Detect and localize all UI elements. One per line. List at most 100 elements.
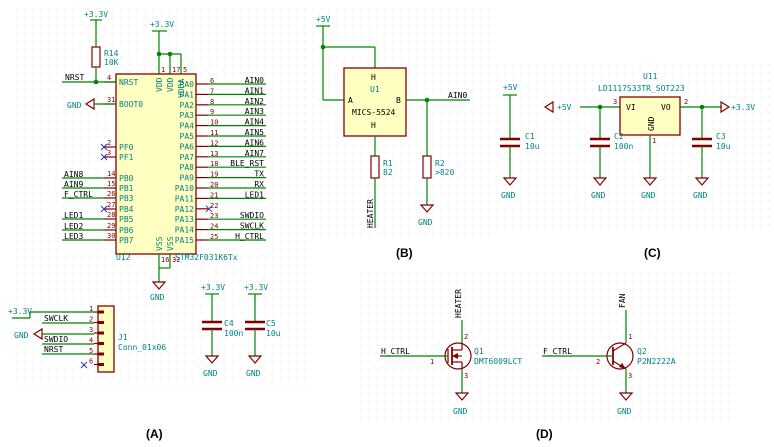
mcu-left-net-label: LED1 bbox=[64, 211, 83, 220]
mcu-bottom-pin-name: VSS bbox=[166, 236, 175, 251]
u11-vo-label: VO bbox=[661, 103, 671, 112]
u1-ref: U1 bbox=[370, 85, 380, 94]
power-label-5v-c1: +5V bbox=[503, 83, 518, 92]
u11-pin-vi: 3 bbox=[613, 98, 617, 106]
mcu-right-net-label: AIN4 bbox=[245, 118, 264, 127]
mcu-right-pin-name: PA3 bbox=[180, 111, 195, 120]
u1-heater-bottom: H bbox=[371, 121, 376, 130]
mcu-right-net-label: AIN6 bbox=[245, 138, 264, 147]
c4-capacitor: +3.3V GND C4 100n bbox=[201, 283, 243, 378]
mcu-left-pin-name: PB4 bbox=[119, 205, 134, 214]
mcu-bottom-pin-number: 16 bbox=[161, 256, 169, 264]
net-nrst: NRST bbox=[65, 73, 84, 82]
power-label-3v3-vo: +3.3V bbox=[731, 103, 755, 112]
u1-heater-top: H bbox=[371, 73, 376, 82]
panel-d-drivers: HEATER 2 H_CTRL 1 Q1 DMT6009LCT 3 GND FA… bbox=[380, 289, 676, 441]
gnd-label-q1: GND bbox=[453, 407, 468, 416]
no-connect-mark bbox=[100, 153, 108, 161]
j1-pin-contact bbox=[98, 321, 104, 324]
c5-ref: C5 bbox=[266, 319, 276, 328]
no-connect-mark bbox=[205, 205, 213, 213]
mcu-right-net-label: H_CTRL bbox=[235, 232, 264, 241]
mcu-left-pin-name: PB7 bbox=[119, 236, 134, 245]
gnd-label-c4: GND bbox=[203, 369, 218, 378]
mcu-left-pin-name: PF0 bbox=[119, 143, 134, 152]
mcu-left-pin-name: PF1 bbox=[119, 153, 134, 162]
r1-net-heater: HEATER bbox=[366, 199, 375, 228]
mcu-left-net-label: LED3 bbox=[64, 232, 83, 241]
mcu-right-pin-number: 18 bbox=[210, 160, 218, 168]
j1-pin-contact bbox=[98, 342, 104, 345]
mcu-right-net-label: RX bbox=[254, 180, 264, 189]
u11-pin-gnd: 1 bbox=[652, 137, 656, 145]
u1-net-ain0: AIN0 bbox=[448, 91, 467, 100]
c2-value: 100n bbox=[614, 142, 633, 151]
j1-ref: J1 bbox=[118, 333, 128, 342]
mcu-left-net-label: F_CTRL bbox=[64, 190, 93, 199]
mcu-right-pin-name: PA13 bbox=[175, 215, 194, 224]
mcu-right-pin-name: PA1 bbox=[180, 90, 195, 99]
gnd-label-u11: GND bbox=[641, 191, 656, 200]
c1-ref: C1 bbox=[525, 132, 535, 141]
r14-resistor: +3.3V R14 10K bbox=[84, 10, 119, 85]
r14-value: 10K bbox=[104, 58, 119, 67]
q1-value: DMT6009LCT bbox=[474, 357, 522, 366]
j1-pin-number: 3 bbox=[89, 326, 93, 334]
u11-value: LD1117S33TR_SOT223 bbox=[598, 84, 685, 93]
j1-pin-contact bbox=[98, 310, 104, 314]
r14-ref: R14 bbox=[104, 49, 119, 58]
c3-ref: C3 bbox=[716, 132, 726, 141]
power-label-3v3-c4: +3.3V bbox=[201, 283, 225, 292]
mcu-right-net-label: BLE_RST bbox=[230, 159, 264, 168]
mcu-left-pin-name: NRST bbox=[119, 78, 138, 87]
q2-pin-e: 3 bbox=[628, 372, 632, 380]
mcu-left-pin-number: 3 bbox=[107, 149, 111, 157]
mcu-right-net-label: AIN2 bbox=[245, 97, 264, 106]
c4-value: 100n bbox=[224, 329, 243, 338]
mcu-right-net-label: AIN0 bbox=[245, 76, 264, 85]
mcu-ref: U12 bbox=[116, 253, 131, 262]
gnd-label-q2: GND bbox=[617, 407, 632, 416]
mcu-right-pin-name: PA15 bbox=[175, 236, 194, 245]
j1-net-swdio: SWDIO bbox=[44, 335, 68, 344]
mcu-right-pin-name: PA9 bbox=[180, 174, 195, 183]
q2-net-fctrl: F_CTRL bbox=[543, 347, 572, 356]
mcu-right-pin-number: 19 bbox=[210, 171, 218, 179]
mcu-right-net-label: AIN7 bbox=[245, 149, 264, 158]
j1-pin-contact bbox=[98, 331, 104, 335]
mcu-right-net-label: SWCLK bbox=[240, 222, 264, 231]
q2-ref: Q2 bbox=[637, 347, 647, 356]
mcu-right-pin-number: 21 bbox=[210, 191, 218, 199]
mcu-value: STM32F031K6Tx bbox=[175, 253, 238, 262]
mcu-gnd-bottom: GND bbox=[150, 254, 171, 302]
c5-value: 10u bbox=[266, 329, 281, 338]
mcu-bottom-pin-name: VSS bbox=[155, 236, 164, 251]
power-label-3v3-c5: +3.3V bbox=[244, 283, 268, 292]
mcu-right-pin-name: PA11 bbox=[175, 194, 194, 203]
mcu-right-net-label: LED1 bbox=[245, 190, 264, 199]
j1-pin-number: 2 bbox=[89, 316, 93, 324]
panel-label-b: (B) bbox=[396, 246, 413, 260]
j1-pin-contact bbox=[98, 363, 104, 366]
mcu-top-pin-name: VDDA bbox=[177, 79, 186, 98]
j1-net-nrst: NRST bbox=[44, 345, 63, 354]
j1-pin-contact bbox=[98, 352, 104, 356]
u1-pin-a: A bbox=[348, 96, 353, 105]
mcu-right-pin-name: PA0 bbox=[180, 80, 195, 89]
j1-pin-number: 4 bbox=[89, 337, 93, 345]
mcu-top-pin-number: 5 bbox=[183, 66, 187, 74]
mcu-right-net-label: TX bbox=[254, 170, 264, 179]
mcu-right-pin-name: PA4 bbox=[180, 122, 195, 131]
mcu-right-net-label: SWDIO bbox=[240, 211, 264, 220]
panel-label-d: (D) bbox=[536, 427, 553, 441]
mcu-right-pin-name: PA8 bbox=[180, 163, 195, 172]
mcu-top-pin-name: VDD bbox=[166, 77, 175, 92]
gnd-label-c5: GND bbox=[246, 369, 261, 378]
gnd-label-boot0: GND bbox=[67, 101, 82, 110]
q1-pin-g: 1 bbox=[430, 358, 434, 366]
power-label-5v-vi: +5V bbox=[557, 103, 572, 112]
mcu-right-pin-name: PA10 bbox=[175, 184, 194, 193]
mcu-right-net-label: AIN1 bbox=[245, 86, 264, 95]
